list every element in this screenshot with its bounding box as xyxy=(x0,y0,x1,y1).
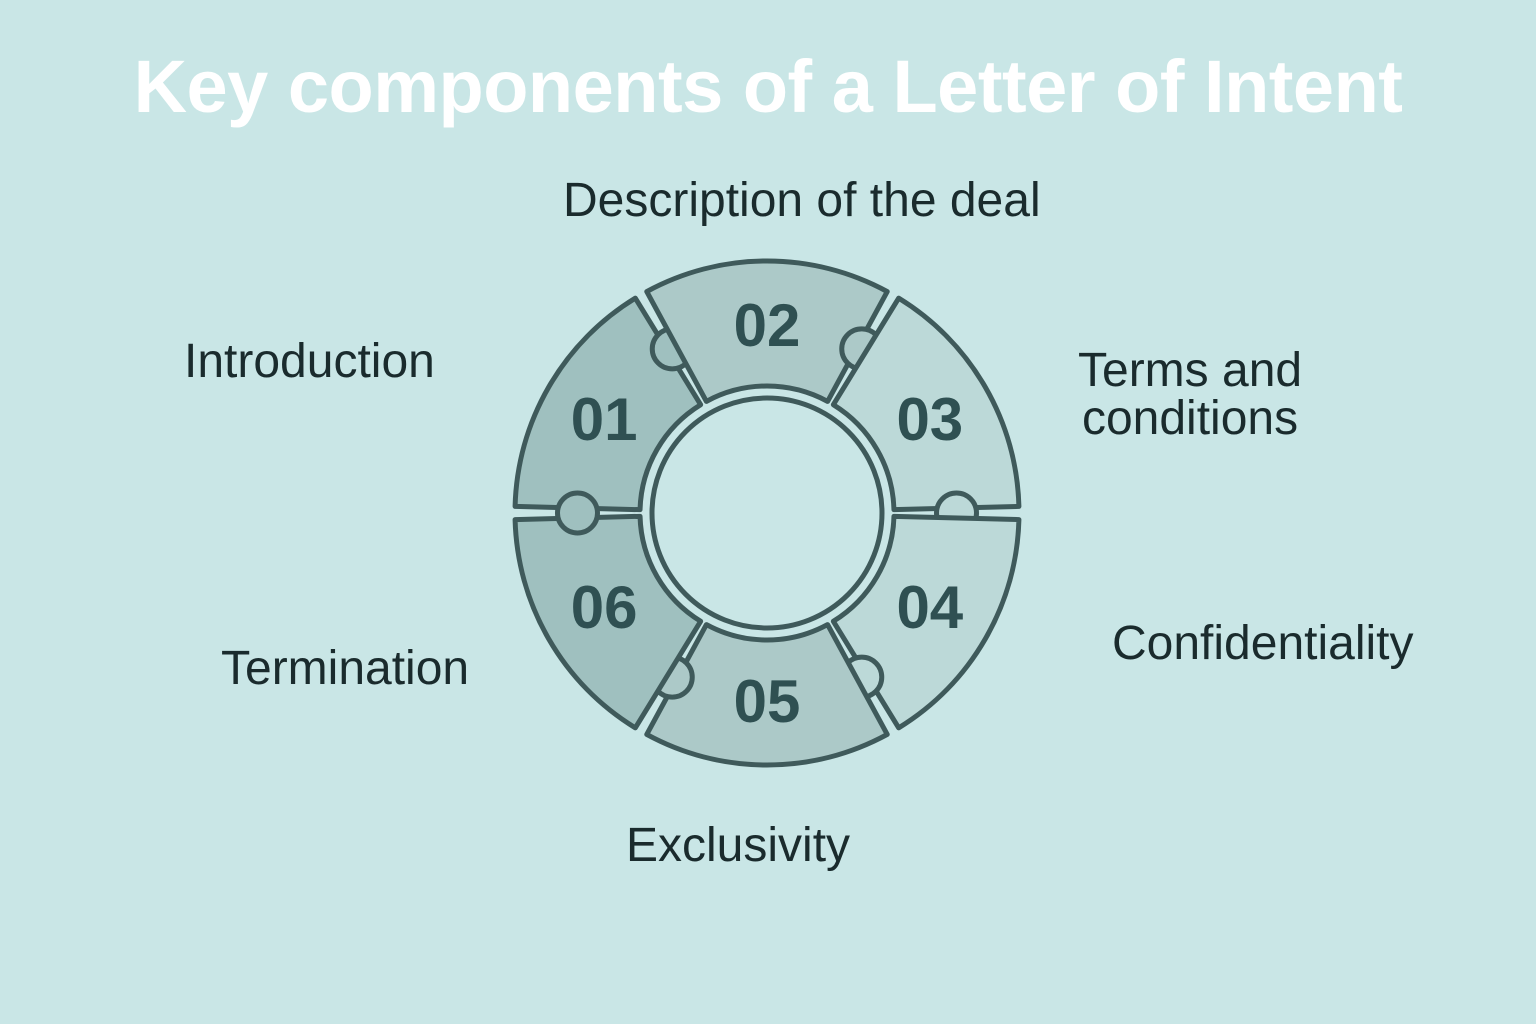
puzzle-knob-06 xyxy=(555,490,600,536)
ring-segment-03 xyxy=(830,295,1022,513)
label-introduction: Introduction xyxy=(184,335,435,388)
ring-center xyxy=(649,395,885,631)
label-description-of-the-deal: Description of the deal xyxy=(563,174,1041,227)
segment-number-03: 03 xyxy=(896,386,963,453)
label-termination: Termination xyxy=(221,642,470,695)
label-terms-and-conditions: Terms and conditions xyxy=(1078,344,1303,445)
segment-number-06: 06 xyxy=(571,574,638,641)
ring-segment-06 xyxy=(512,513,704,731)
page-title: Key components of a Letter of Intent xyxy=(133,45,1403,128)
segment-number-05: 05 xyxy=(734,668,801,735)
segment-number-01: 01 xyxy=(571,386,638,453)
label-exclusivity: Exclusivity xyxy=(626,819,851,872)
label-confidentiality: Confidentiality xyxy=(1112,617,1414,670)
segment-number-04: 04 xyxy=(896,574,963,641)
ring-segment-02 xyxy=(644,258,890,404)
ring-segment-05 xyxy=(644,622,890,768)
segment-number-02: 02 xyxy=(734,292,801,359)
